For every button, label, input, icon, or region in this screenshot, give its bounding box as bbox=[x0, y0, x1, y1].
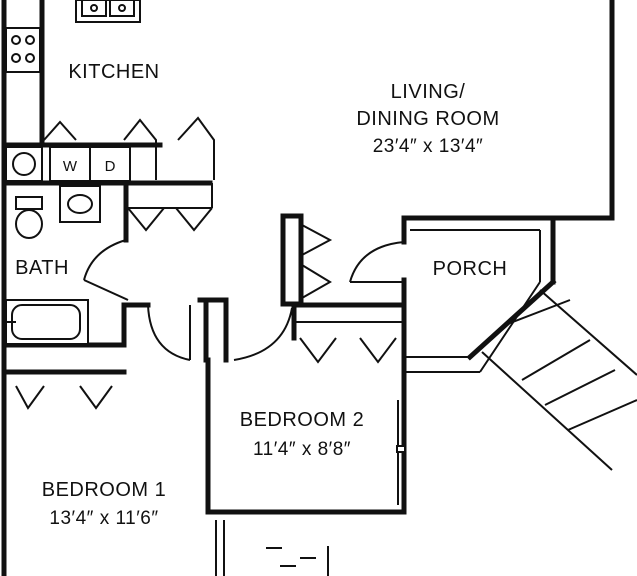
bedroom-1-dimensions: 13′4″ x 11′6″ bbox=[49, 508, 158, 529]
porch-label: PORCH bbox=[433, 258, 508, 280]
bath-sink bbox=[59, 185, 101, 223]
kitchen-cabinets bbox=[43, 116, 215, 180]
door-swings bbox=[83, 239, 405, 361]
washer-label: W bbox=[63, 158, 78, 175]
kitchen-sink bbox=[75, 0, 141, 23]
bedroom-2-dimensions: 11′4″ x 8′8″ bbox=[253, 439, 351, 460]
stove bbox=[5, 27, 41, 73]
bathtub bbox=[4, 299, 89, 345]
bedroom-2-label: BEDROOM 2 bbox=[240, 409, 365, 431]
bedroom-1-label: BEDROOM 1 bbox=[42, 479, 167, 501]
living-label-line2: DINING ROOM bbox=[356, 108, 499, 130]
kitchen-label: KITCHEN bbox=[68, 61, 159, 83]
laundry: W D bbox=[5, 146, 131, 182]
bedroom-2-window bbox=[396, 400, 406, 505]
living-label-line1: LIVING/ bbox=[391, 81, 466, 103]
toilet bbox=[15, 196, 43, 239]
living-dimensions: 23′4″ x 13′4″ bbox=[373, 136, 484, 157]
closet-details bbox=[15, 207, 397, 410]
bath-label: BATH bbox=[15, 257, 69, 279]
dryer-label: D bbox=[105, 158, 116, 175]
bottom-symbols bbox=[266, 546, 329, 576]
